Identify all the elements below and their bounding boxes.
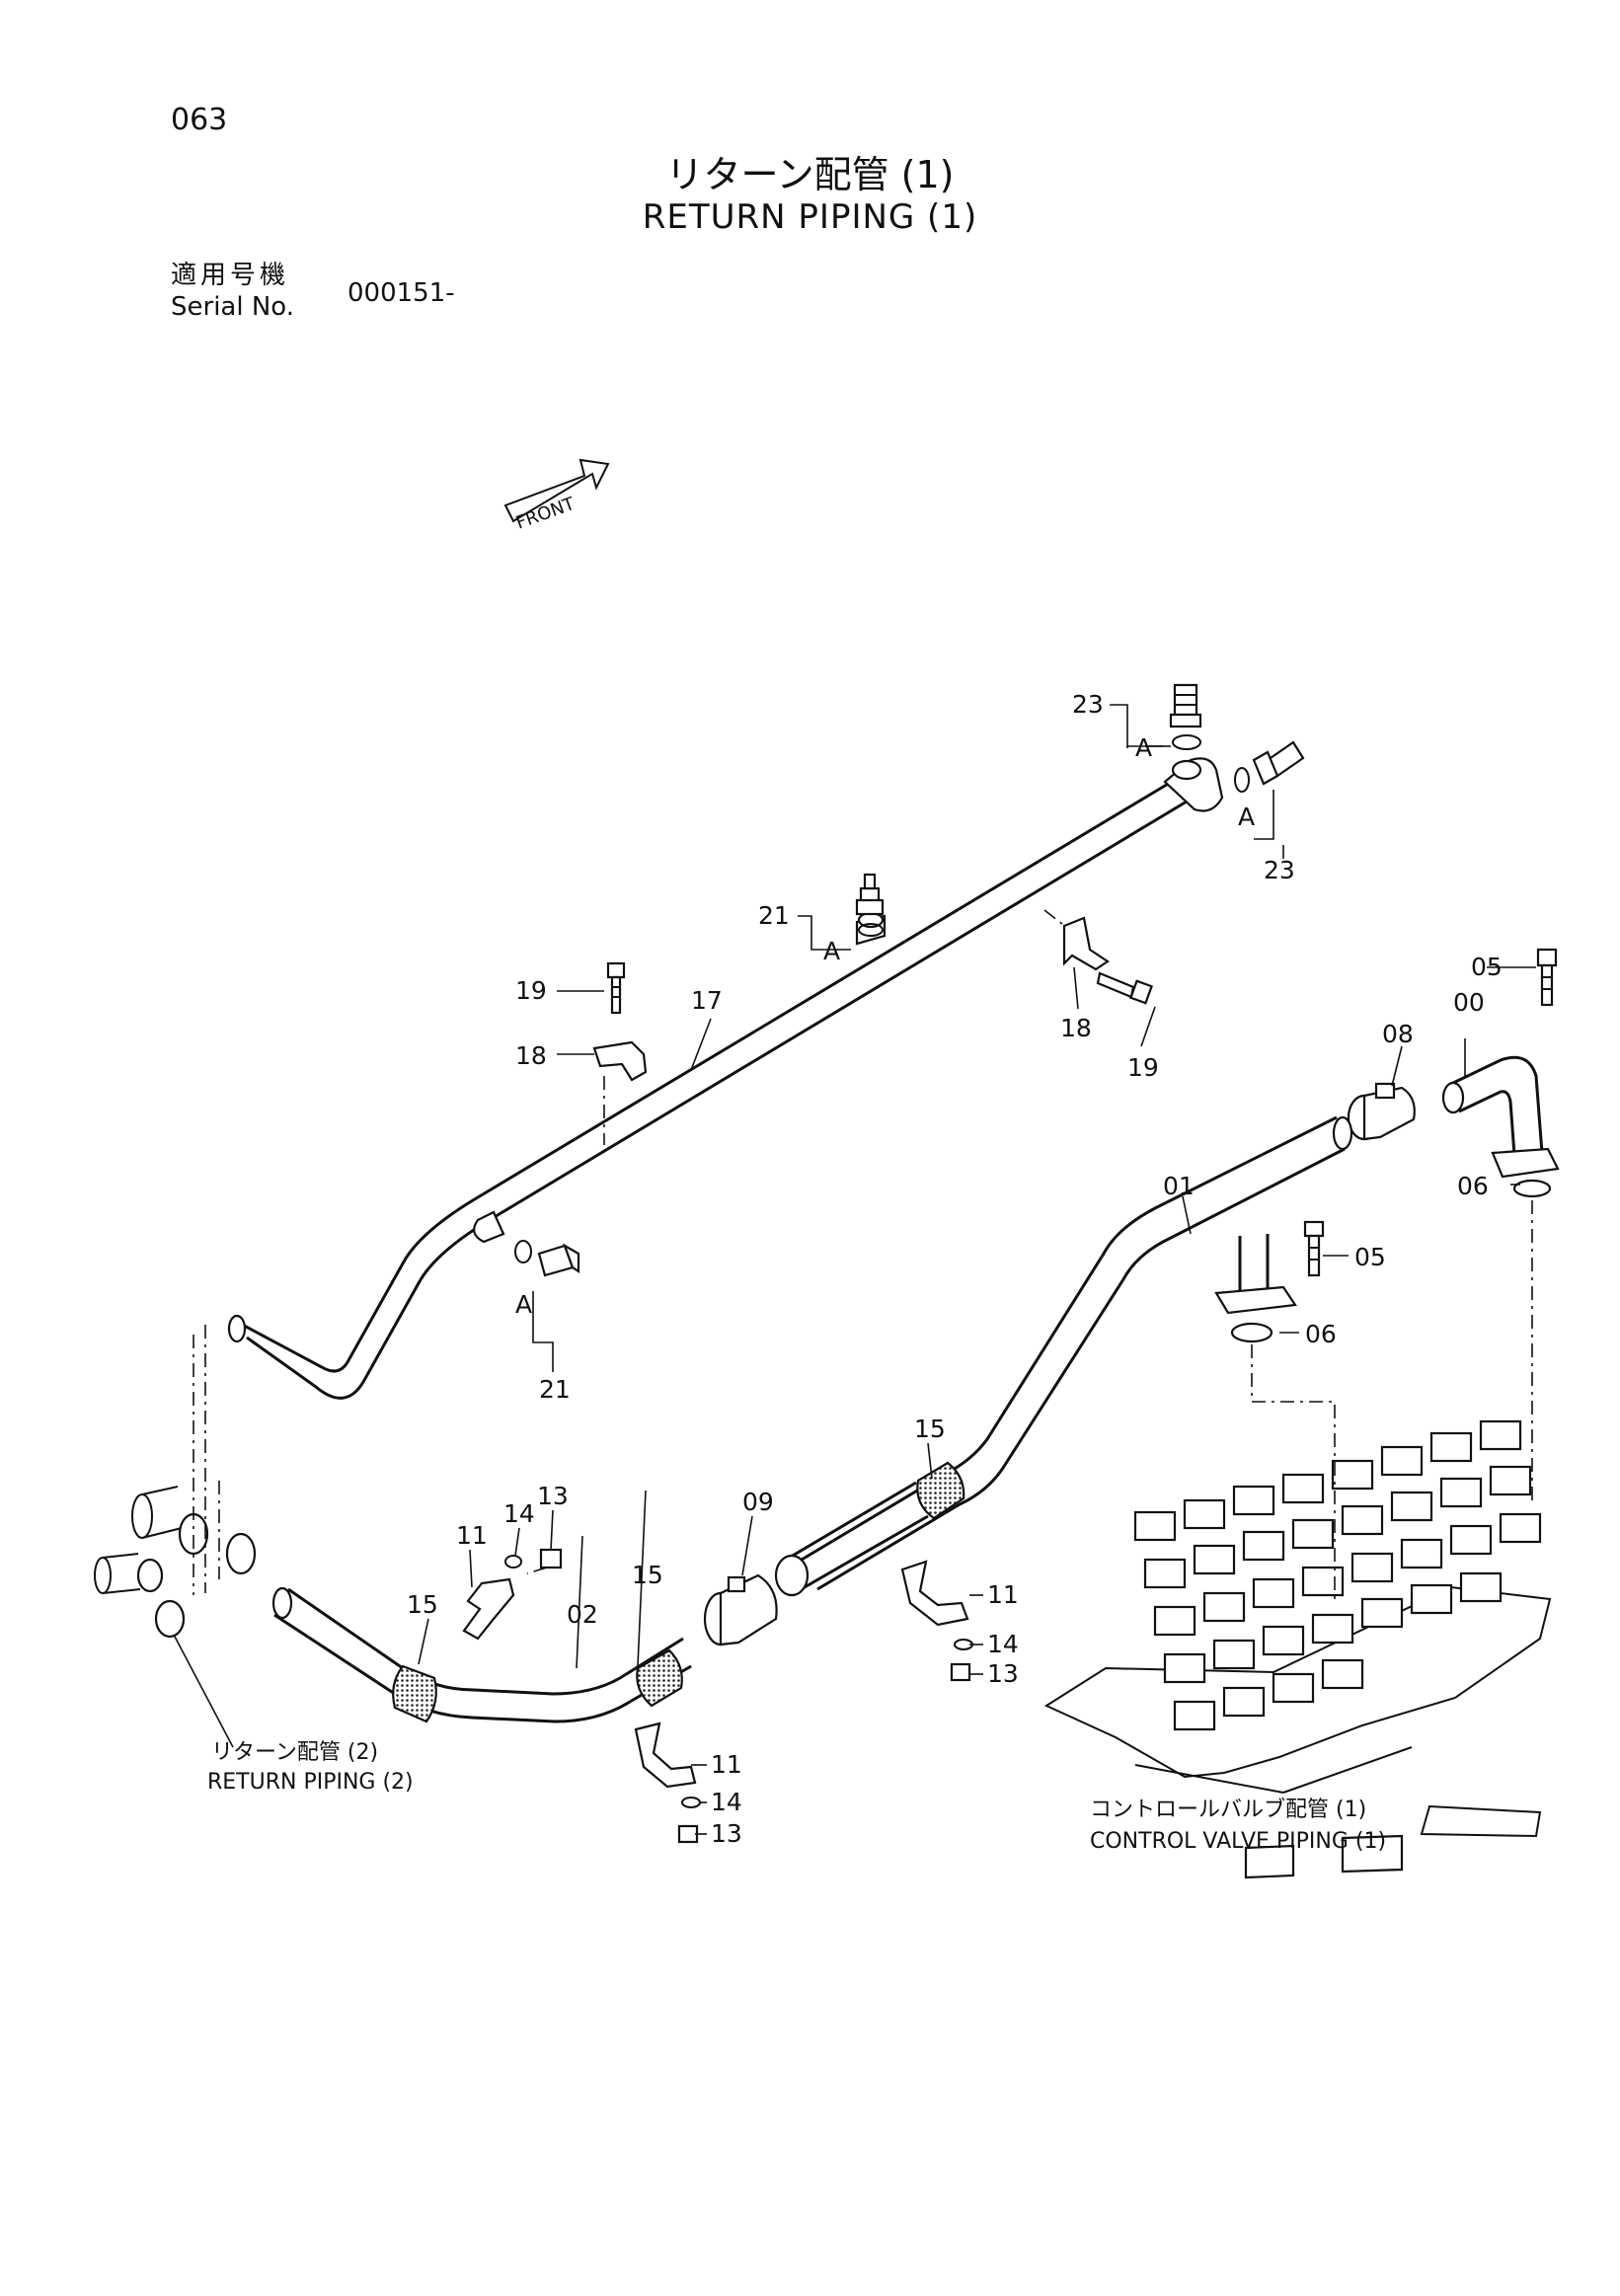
- pipe-00-elbow: [1441, 1055, 1560, 1179]
- callout-18-right: 18: [1060, 1014, 1092, 1042]
- o-ring-06-lower: [1230, 1322, 1273, 1343]
- callout-15-right: 15: [914, 1415, 946, 1443]
- callout-a-lower: A: [515, 1290, 532, 1319]
- callout-13-lower: 13: [711, 1819, 742, 1848]
- page-number: 063: [171, 103, 228, 137]
- page-title-japanese: リターン配管 (1): [665, 153, 955, 196]
- bolt-05-upper: [1536, 948, 1558, 1007]
- hose-15-right: [916, 1461, 965, 1520]
- callout-23-side: 23: [1264, 856, 1295, 884]
- cross-reference-labels: リターン配管 (2) RETURN PIPING (2) コントロールバルブ配管…: [207, 1740, 1386, 1854]
- ref-return-piping-2-en: RETURN PIPING (2): [207, 1770, 414, 1795]
- callout-02: 02: [567, 1600, 598, 1629]
- bolt-05-lower: [1303, 1220, 1325, 1277]
- callout-09: 09: [742, 1488, 774, 1516]
- callout-13-right: 13: [987, 1659, 1019, 1688]
- fitting-23-side: [1234, 740, 1305, 793]
- control-valve-assembly: [1043, 1419, 1552, 1879]
- hose-clamp-08: [1347, 1082, 1416, 1141]
- callout-08: 08: [1382, 1020, 1414, 1048]
- callout-05-upper: 05: [1471, 953, 1503, 981]
- pipe-01-main-return-pipe: [774, 1115, 1353, 1597]
- serial-label-english: Serial No.: [171, 292, 294, 322]
- callout-14-upper: 14: [503, 1499, 535, 1528]
- callout-11-upper: 11: [456, 1521, 488, 1550]
- page-title-english: RETURN PIPING (1): [642, 197, 978, 237]
- clamp-11-right: [900, 1560, 973, 1682]
- callout-a-top: A: [1135, 733, 1152, 762]
- serial-number-value: 000151-: [347, 278, 455, 308]
- hose-15-middle: [636, 1648, 683, 1708]
- bolt-19-right: [1096, 971, 1154, 1005]
- callout-14-lower: 14: [711, 1788, 742, 1816]
- callout-06-lower: 06: [1305, 1320, 1337, 1348]
- bracket-18-right: [1062, 916, 1110, 971]
- ref-control-valve-jp: コントロールバルブ配管 (1): [1090, 1798, 1366, 1822]
- callout-14-right: 14: [987, 1630, 1019, 1658]
- callout-11-lower: 11: [711, 1750, 742, 1779]
- o-ring-06-upper: [1512, 1179, 1552, 1198]
- callout-labels: 23 A A 23 21 A 19 17 18 18 19 A 21 05 00…: [407, 690, 1503, 1848]
- callout-18-left: 18: [515, 1041, 547, 1070]
- callout-13-upper: 13: [537, 1482, 569, 1510]
- fitting-21-lower: [514, 1240, 580, 1277]
- front-arrow-icon: FRONT: [503, 458, 610, 534]
- callout-19-left: 19: [515, 976, 547, 1005]
- serial-label-japanese: 適用号機: [171, 261, 290, 290]
- hose-15-left: [392, 1664, 437, 1723]
- callout-11-right: 11: [987, 1580, 1019, 1609]
- bolt-19-left: [606, 961, 626, 1015]
- pipe-17-upper-return-pipe: [227, 757, 1224, 1400]
- callout-00: 00: [1453, 988, 1485, 1017]
- callout-a-side: A: [1238, 803, 1255, 831]
- hose-clamp-09: [703, 1573, 778, 1646]
- callout-15-middle: 15: [632, 1561, 663, 1589]
- clamp-11-lower: [634, 1722, 701, 1844]
- callout-21-middle: 21: [758, 901, 790, 930]
- ref-return-piping-2-jp: リターン配管 (2): [211, 1740, 378, 1765]
- callout-06-upper: 06: [1457, 1172, 1489, 1200]
- callout-01: 01: [1163, 1172, 1195, 1200]
- callout-a-middle: A: [823, 937, 840, 965]
- return-piping-2-parts: [94, 1486, 257, 1639]
- fitting-21-middle: [855, 873, 885, 937]
- assembly-center-lines: [193, 909, 1533, 1599]
- callout-21-lower: 21: [539, 1375, 571, 1404]
- callout-15-left: 15: [407, 1590, 438, 1619]
- fitting-23-top: [1169, 683, 1202, 750]
- callout-19-right: 19: [1127, 1053, 1159, 1082]
- callout-17: 17: [691, 986, 723, 1015]
- ref-control-valve-en: CONTROL VALVE PIPING (1): [1090, 1829, 1386, 1854]
- clamp-11-upper-left: [462, 1548, 563, 1641]
- callout-23-top: 23: [1072, 690, 1104, 719]
- callout-05-lower: 05: [1354, 1243, 1386, 1271]
- bracket-18-left: [592, 1040, 648, 1082]
- leader-lines: [173, 704, 1536, 1835]
